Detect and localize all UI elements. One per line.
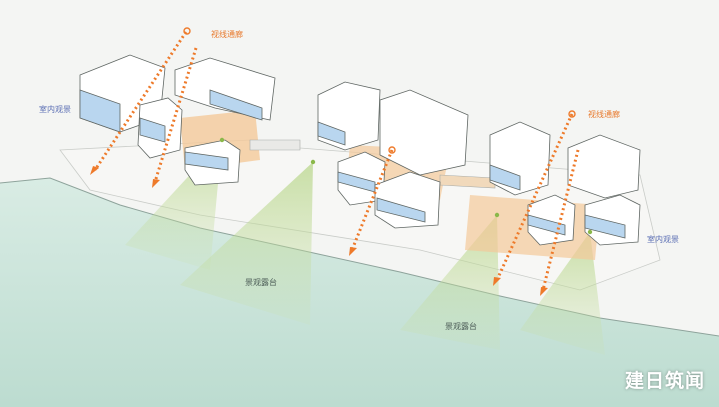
label-sightline-top: 视线通廊 [211,30,243,39]
sightline-origins [183,27,576,154]
label-terrace-left: 景观露台 [245,278,277,287]
label-terrace-right: 景观露台 [445,322,477,331]
label-indoor-view-right: 室内观景 [647,235,679,244]
connector-bridge [249,139,301,151]
label-indoor-view-left: 室内观景 [39,105,71,114]
view-cone-center [180,162,313,325]
building-cluster-center [317,81,469,229]
view-points [219,137,593,235]
label-sightline-right: 视线通廊 [588,110,620,119]
sightline-arrows [93,31,580,291]
building-cluster-right [489,121,641,246]
building-cluster-left [79,54,276,186]
watermark-logo: 建日筑闻 [624,370,705,392]
arrow-heads [90,166,548,296]
view-cone-far-right [520,232,605,355]
